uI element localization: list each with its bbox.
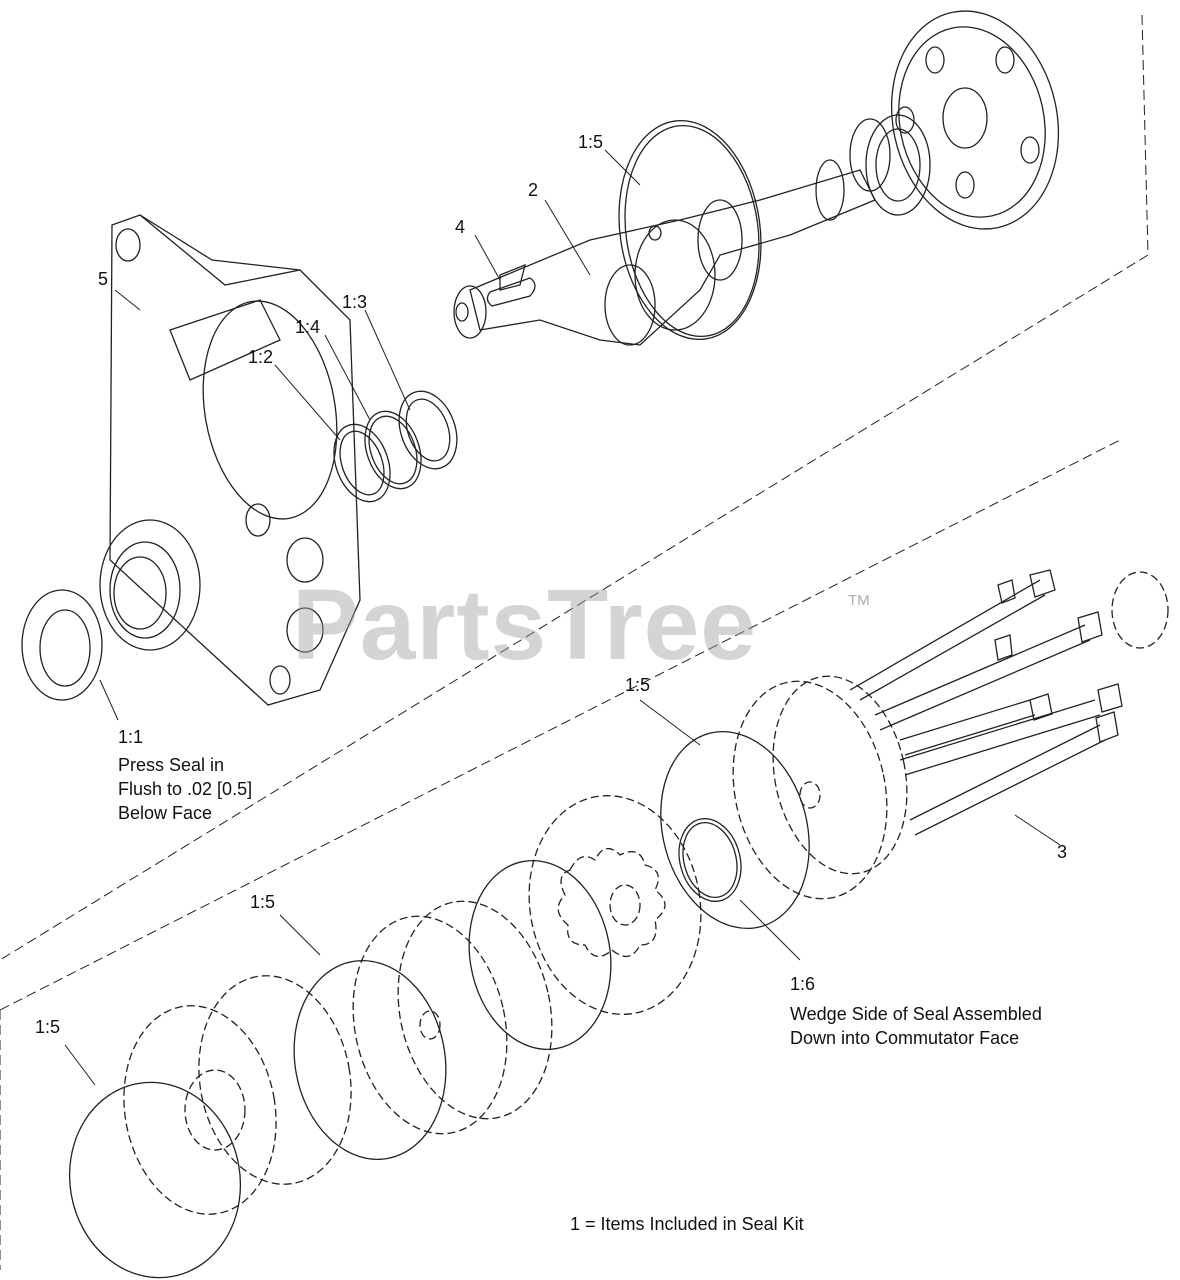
partstree-watermark: PartsTree bbox=[292, 569, 757, 681]
callout-2: 2 bbox=[528, 180, 539, 200]
note-press-seal-line2: Flush to .02 [0.5] bbox=[118, 779, 253, 799]
callout-1-4: 1:4 bbox=[295, 317, 321, 337]
leader-lines bbox=[64, 149, 1061, 1086]
o-ring-gerotor bbox=[468, 860, 612, 1050]
note-wedge-line2: Down into Commutator Face bbox=[790, 1028, 1020, 1048]
flange-plate bbox=[890, 10, 1060, 230]
callout-4: 4 bbox=[455, 217, 466, 237]
output-shaft bbox=[453, 159, 876, 346]
callout-5: 5 bbox=[98, 269, 109, 289]
o-ring-left bbox=[293, 960, 447, 1160]
note-wedge-line1: Wedge Side of Seal Assembled bbox=[790, 1004, 1042, 1024]
callout-1-1: 1:1 bbox=[118, 727, 144, 747]
note-press-seal-line1: Press Seal in bbox=[118, 755, 225, 775]
legend-seal-kit: 1 = Items Included in Seal Kit bbox=[570, 1214, 804, 1234]
assembly-dashed-outline bbox=[0, 14, 1149, 1270]
seal-rings bbox=[333, 390, 458, 503]
shaft-seal bbox=[21, 589, 103, 701]
callout-1-5-left: 1:5 bbox=[250, 892, 276, 912]
housing bbox=[99, 214, 361, 706]
callout-1-5-bottom: 1:5 bbox=[35, 1017, 61, 1037]
key bbox=[486, 277, 536, 307]
callout-1-5-top: 1:5 bbox=[578, 132, 604, 152]
note-press-seal-line3: Below Face bbox=[118, 803, 213, 823]
o-ring-bottom bbox=[68, 1081, 242, 1279]
end-cap bbox=[732, 571, 1169, 900]
o-ring-top bbox=[618, 119, 762, 341]
o-ring-mid bbox=[660, 730, 810, 930]
cap-bolts bbox=[849, 569, 1123, 836]
callout-3: 3 bbox=[1057, 842, 1068, 862]
valve-body bbox=[123, 975, 352, 1215]
commutator bbox=[352, 900, 553, 1135]
callout-1-2: 1:2 bbox=[248, 347, 274, 367]
trademark-mark: TM bbox=[848, 592, 870, 609]
callout-1-3: 1:3 bbox=[342, 292, 368, 312]
callout-1-5-mid: 1:5 bbox=[625, 675, 651, 695]
commutator-seal bbox=[678, 818, 742, 902]
callout-1-6: 1:6 bbox=[790, 974, 816, 994]
thrust-bearing bbox=[849, 114, 931, 216]
gerotor bbox=[528, 795, 702, 1015]
